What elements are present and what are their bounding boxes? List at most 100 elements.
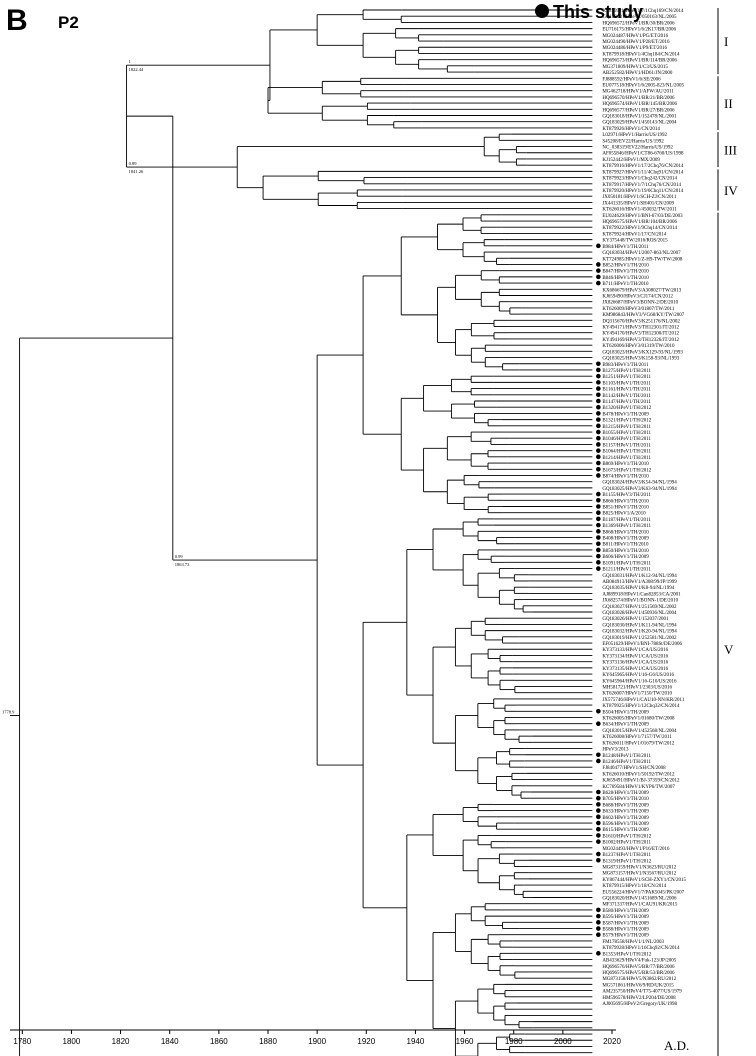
axis-tick-label: 1800 (63, 1037, 81, 1046)
taxon-label: GQ183034/HPeV1/2007-863/NL/2007 (602, 251, 681, 256)
taxon-label: MF371337/HPeV1/CAU91/KR/2015 (602, 903, 678, 908)
taxon-label: B504/HPeV1/TH/2009 (602, 710, 649, 715)
study-marker-icon (596, 826, 601, 832)
taxon-label: B1211/HPeV1/TH/2011 (602, 568, 651, 573)
axis-label: A.D. (664, 1038, 689, 1053)
taxon-label: KT879923/HPeV1/Chq242/CN/2014 (602, 177, 677, 182)
taxon-label: JX441335/HPeV1/SH401/CN/2009 (602, 201, 674, 206)
taxon-label: B1320/HPeV1/TH/2012 (602, 406, 651, 411)
taxon-label: KT879920/HPeV1/19/6Chq11/CN/2014 (602, 189, 683, 194)
taxon-label: KT626011/HPeV1/01679/TW/2012 (602, 741, 675, 746)
taxon-label: MG873157/HPeV1/N3567/RU/2012 (602, 872, 676, 877)
study-marker-icon (596, 839, 601, 844)
taxon-label: GQ183027/HPeV1/251569/NL/2002 (602, 605, 677, 610)
study-marker-icon (596, 541, 601, 547)
taxon-label: KY373135/HPeV1/CA/US/2016 (602, 667, 668, 672)
taxon-label: KT626005/HPeV1/01680/TW/2008 (602, 717, 675, 722)
taxon-label: B580/HPeV1/TH/2009 (602, 909, 649, 914)
study-marker-icon (596, 566, 601, 571)
study-marker-icon (596, 491, 601, 497)
taxon-label: JX682574/HPeV1/BONN-1/DE/2010 (602, 599, 678, 604)
taxon-label: GQ183023/HPeV3/KX129-93/NL/1993 (602, 350, 683, 355)
taxon-label: B874/HPeV1/TH/2010 (602, 474, 649, 479)
taxon-label: JX826687/HPeV3/BONN-2/DE/2010 (602, 301, 678, 306)
taxon-label: KT626008/HPeV1/7157/TW/2011 (602, 735, 672, 740)
taxon-label: KY867444/HPeV1/SCH-ZXY1/CN/2015 (602, 878, 686, 883)
study-marker-icon (596, 560, 601, 565)
taxon-label: KJ152442/HPeV1/MX/2009 (602, 158, 660, 163)
taxon-label: B1142/HPeV1/TH/2011 (602, 394, 651, 399)
study-marker-icon (596, 404, 601, 410)
study-marker-icon (596, 367, 601, 373)
taxon-label: EU556224/HPeV1/7/PAK5045/PK/2007 (602, 890, 684, 895)
taxon-label: KY375448/TW/2016/ROS/2015 (602, 239, 668, 244)
axis-tick-label: 1980 (505, 1037, 523, 1046)
taxon-label: HPeV3/2013 (602, 748, 629, 753)
taxon-label: B688/HPeV1/TH/2009 (602, 803, 649, 808)
study-marker-icon (596, 262, 601, 267)
taxon-label: GQ183031/HPeV1/K12-94/NL/1994 (602, 574, 677, 579)
taxon-label: KY645965/HPeV1/16-G6/US/2016 (602, 673, 674, 678)
taxon-label: B606/HPeV1/TH/2009 (602, 555, 649, 560)
node-support: 1 (129, 59, 131, 64)
node-support: 0.99 (175, 554, 184, 559)
taxon-label: B602/HPeV1/TH/2009 (602, 816, 649, 821)
study-marker-icon (596, 510, 601, 516)
taxon-label: B1187/HPeV1/TH/2011 (602, 518, 651, 523)
taxon-label: B851/HPeV1/TH/2010 (602, 506, 649, 511)
study-marker-icon (596, 820, 601, 826)
study-marker-icon (596, 795, 601, 801)
taxon-label: B1002/HPeV1/TH/2011 (602, 841, 651, 846)
clade-brackets: IIIIIIIVVVI (717, 8, 738, 1056)
taxon-label: MG024493/HPeV1/P16/ET/2016 (602, 847, 670, 852)
study-marker-icon (596, 907, 601, 913)
study-marker-icon (596, 466, 601, 472)
taxon-label: FM178558/HPeV1/1/NL/2003 (602, 940, 664, 945)
axis-tick-label: 1880 (259, 1037, 277, 1046)
taxon-label: GQ183032/HPeV1/K20-94/NL/1994 (602, 630, 677, 635)
taxon-label: GQ183035/HPeV1/K8-94/NL/1994 (602, 586, 674, 591)
taxon-label: GQ183015/HPeV1/452568/NL/2004 (602, 729, 677, 734)
taxon-label: B1673/HPeV1/TH/2012 (602, 468, 651, 473)
legend-label: This study (553, 2, 643, 22)
study-marker-icon (596, 913, 601, 919)
taxon-label: HQ696577/HPeV1/BR/27/BR/2006 (602, 108, 675, 113)
study-marker-icon (596, 553, 601, 559)
taxon-label: EU716175/HPeV1/6/2K17/BR/2006 (602, 28, 676, 33)
taxon-label: B1161/HPeV1/TH/2011 (602, 388, 651, 393)
taxon-label: B1275/HPeV1/TH/2011 (602, 369, 651, 374)
taxon-label: B1214/HPeV1/TH/2011 (602, 456, 651, 461)
study-marker-icon (596, 789, 601, 795)
taxon-label: B628/HPeV1/TH/2009 (602, 791, 649, 796)
taxon-label: AB433629/HPeV4/Fuk-123/JP/2005 (602, 959, 676, 964)
taxon-label: B850/HPeV1/TH/2010 (602, 549, 649, 554)
legend-marker-icon (535, 4, 549, 18)
taxon-label: HQ696573/HPeV1/BR/114/BR/2006 (602, 59, 677, 64)
taxon-label: B615/HPeV1/TH/2009 (602, 828, 649, 833)
study-marker-icon (596, 814, 601, 820)
taxon-label: HQ696576/HPeV5/BR/77/BR/2006 (602, 965, 675, 970)
clade-label: I (724, 34, 728, 49)
taxon-label: GQ183024/HPeV3/K54-94/NL/1994 (602, 481, 677, 486)
study-marker-icon (596, 504, 601, 509)
node-age: 1822.44 (129, 67, 144, 72)
taxon-label: GQ183019/HPeV1/252581/NL/2002 (602, 636, 677, 641)
axis-tick-label: 1820 (112, 1037, 130, 1046)
study-marker-icon (596, 417, 601, 422)
taxon-label: B633/HPeV1/TH/2009 (602, 810, 649, 815)
taxon-label: KC769584/HPeV1/KYP6/TW/2007 (602, 785, 675, 790)
taxon-label: B869/HPeV1/TH/2010 (602, 462, 649, 467)
taxon-label: B596/HPeV1/TH/2009 (602, 822, 649, 827)
taxon-label: HQ696572/HPeV1/BR/30/BR/2006 (602, 21, 675, 26)
taxon-label: B1157/HPeV1/TH/2011 (602, 443, 651, 448)
taxon-label: B408/HPeV1/TH/2009 (602, 537, 649, 542)
taxon-label: AB252582/HPeV1/HD61/JN/2000 (602, 71, 673, 76)
taxon-label: KT626006/HPeV3/01319/TW/2010 (602, 344, 675, 349)
taxon-label: HQ696574/HPeV1/BR/145/BR/2006 (602, 102, 677, 107)
taxon-label: KT879922/HPeV1/9Chq14/CN/2014 (602, 226, 677, 231)
taxon-label: B866/HPeV1/TH/2010 (602, 499, 649, 504)
study-marker-icon (596, 709, 601, 714)
study-marker-icon (596, 392, 601, 398)
taxon-label: KY373136/HPeV1/CA/US/2016 (602, 661, 668, 666)
